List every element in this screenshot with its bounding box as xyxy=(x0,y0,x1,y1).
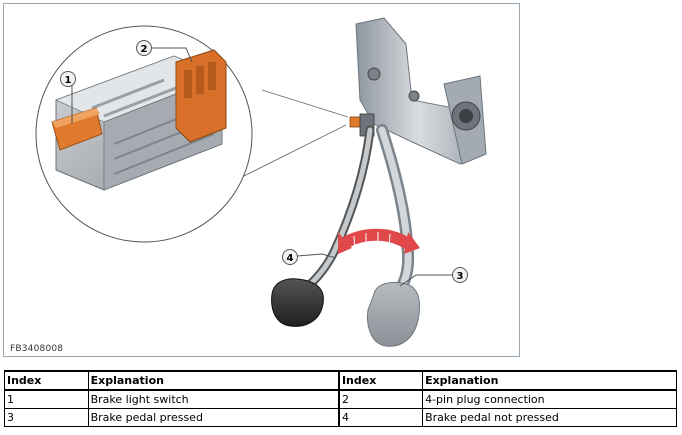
cell-explanation: Brake light switch xyxy=(87,389,340,409)
cell-index: 3 xyxy=(4,408,89,427)
callout-4-label: 4 xyxy=(287,253,294,264)
figure-illustration: 1 2 3 4 FB3408008 xyxy=(3,3,520,357)
callout-1-label: 1 xyxy=(65,75,72,86)
legend-table: Index Explanation Index Explanation 1 Br… xyxy=(4,370,677,427)
cell-explanation: 4-pin plug connection xyxy=(422,389,677,409)
table-row: 1 Brake light switch 2 4-pin plug connec… xyxy=(4,389,677,409)
header-index-right: Index xyxy=(337,370,424,391)
callout-1: 1 xyxy=(60,71,76,87)
header-explanation-right: Explanation xyxy=(422,370,677,391)
header-index-left: Index xyxy=(4,370,89,391)
callout-3: 3 xyxy=(452,267,468,283)
pedal-arm-rest xyxy=(295,125,375,297)
orange-connector xyxy=(175,49,227,143)
figure-code: FB3408008 xyxy=(10,344,64,354)
cell-explanation: Brake pedal not pressed xyxy=(422,408,677,427)
callout-2-label: 2 xyxy=(141,44,148,55)
pedal-illustration: 1 2 3 4 xyxy=(35,17,487,347)
zoom-line-bottom xyxy=(235,124,347,181)
pedal-travel-arrow xyxy=(338,228,420,254)
header-explanation-left: Explanation xyxy=(87,370,340,391)
callout-2: 2 xyxy=(136,40,152,56)
table-row: 3 Brake pedal pressed 4 Brake pedal not … xyxy=(4,408,677,427)
cell-index: 4 xyxy=(337,408,424,427)
leader-3 xyxy=(399,274,453,287)
leader-2 xyxy=(152,47,193,63)
callout-4: 4 xyxy=(282,249,298,265)
cell-index: 1 xyxy=(4,389,89,409)
brake-pedal-pad-rest xyxy=(271,278,324,327)
pedal-assembly xyxy=(271,17,487,347)
magnified-detail-view xyxy=(35,25,349,243)
cell-index: 2 xyxy=(337,389,424,409)
cell-explanation: Brake pedal pressed xyxy=(87,408,340,427)
leader-4 xyxy=(296,253,337,259)
brake-pedal-pad-pressed xyxy=(367,281,420,347)
brake-light-switch-detail xyxy=(51,49,227,191)
zoom-line-top xyxy=(261,89,349,118)
legend-header-row: Index Explanation Index Explanation xyxy=(4,370,677,391)
callout-3-label: 3 xyxy=(457,271,464,282)
callout-leaders xyxy=(71,47,453,287)
